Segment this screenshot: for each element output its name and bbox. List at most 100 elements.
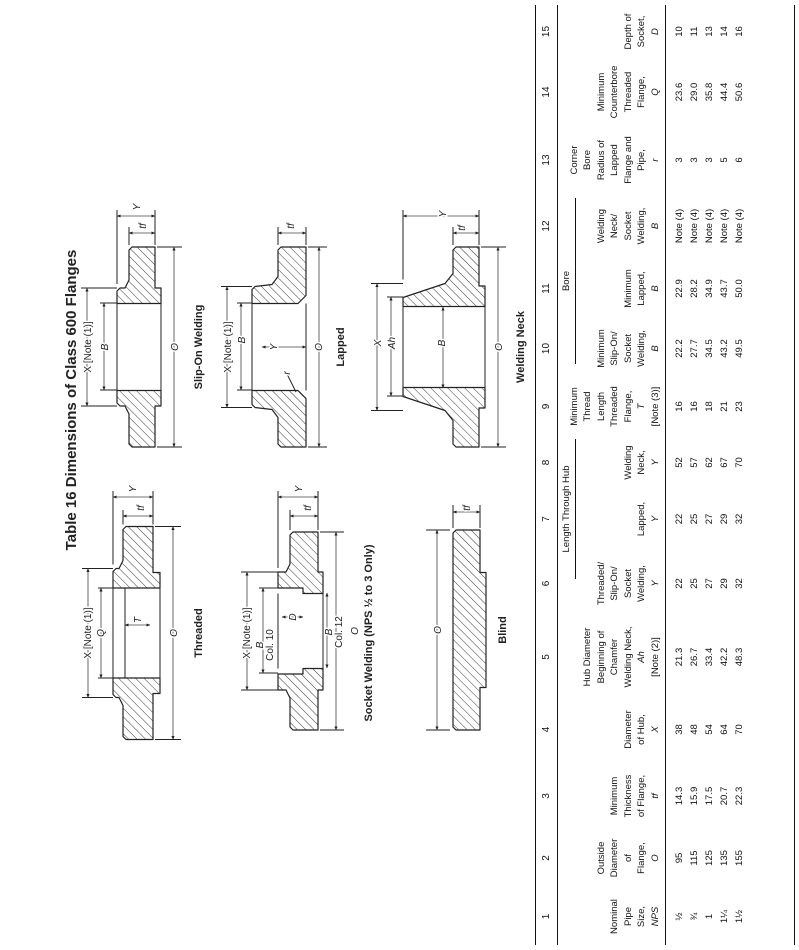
header-label: Welding Neck/ Socket Welding, xyxy=(595,207,648,245)
header-symbol: B xyxy=(649,285,661,292)
table-cell: 22 xyxy=(674,513,685,525)
table-cell: 29 xyxy=(719,513,730,525)
group-header-row: Nominal Pipe Size,NPS Outside Diameter of… xyxy=(557,5,666,945)
table-cell: 22 xyxy=(674,578,685,589)
column-number: 5 xyxy=(536,619,558,695)
table-cell: Note (4) xyxy=(734,208,745,244)
socket-welding-flange-labels: X [Note (1)] B Col. 10 D B Col. 12 O Y t… xyxy=(241,483,377,723)
column-number: 10 xyxy=(536,319,558,378)
dim-q-label: Q xyxy=(96,629,107,637)
threaded-flange-labels: X [Note (1)] Q T O Y tf Threaded xyxy=(82,483,207,660)
header-symbol: D xyxy=(649,28,661,35)
dim-y-label: Y xyxy=(438,209,449,217)
dim-o-label: O xyxy=(433,626,444,634)
table-cell: ¾ xyxy=(689,912,700,921)
header-label: Minimum Slip-On/ Socket Welding, xyxy=(595,329,648,368)
table-cell: 11 xyxy=(689,26,700,37)
table-cell: 21.3 xyxy=(674,647,685,667)
header-symbol: Y xyxy=(649,515,661,523)
table-cell: 1½ xyxy=(734,909,745,924)
header-symbol: X xyxy=(649,726,661,733)
table-cell: 62 xyxy=(704,457,715,468)
column-number: 15 xyxy=(536,5,558,58)
column-number: 8 xyxy=(536,435,558,490)
group-length-through-hub: Length Through Hub xyxy=(558,435,577,619)
group-label: Length Through Hub xyxy=(558,439,576,579)
table-cell: 27 xyxy=(704,513,715,525)
header-symbol: Y xyxy=(649,459,661,466)
header-label: Hub Diameter Beginning of Chamfer Weldin… xyxy=(582,626,634,688)
dim-tf-label: tf xyxy=(457,224,468,231)
dim-o-label: O xyxy=(170,343,181,351)
column-header: Depth of Socket,D xyxy=(557,5,666,58)
slip-on-section-upper xyxy=(116,246,162,305)
table-cell: 23.6 xyxy=(674,82,685,102)
table-cell: 25 xyxy=(689,578,700,589)
table-cell: 22.3 xyxy=(734,786,745,806)
column-number: 2 xyxy=(536,828,558,888)
table-cell: 38 xyxy=(674,724,685,735)
dim-y-label: Y xyxy=(294,484,305,492)
dim-b-col10-label: B xyxy=(255,641,266,648)
dim-tf-label: tf xyxy=(462,504,473,511)
dim-o-label: O xyxy=(314,343,325,351)
col10-label: Col. 10 xyxy=(265,629,276,661)
dim-o-label: O xyxy=(169,629,180,637)
header-symbol: O xyxy=(649,854,661,862)
dim-b-label: B xyxy=(237,336,248,343)
table-cell: 32 xyxy=(734,513,745,525)
table-cell: 18 xyxy=(704,401,715,412)
dim-x-label: X xyxy=(373,339,384,347)
table-cell: 67 xyxy=(719,457,730,468)
group-bore: Bore xyxy=(558,194,577,378)
header-label: Minimum Counterbore Threaded Flange, xyxy=(595,65,648,119)
table-cell: 50.6 xyxy=(734,82,745,102)
lapped-caption: Lapped xyxy=(335,327,347,366)
table-cell: 35.8 xyxy=(704,82,715,102)
table-cell: 155 xyxy=(734,850,745,866)
table-cell: 1 xyxy=(704,913,715,920)
table-cell: 125 xyxy=(704,850,715,866)
table-cell: 6 xyxy=(734,157,745,163)
header-note: [Note (2)] xyxy=(649,637,661,677)
threaded-section-upper xyxy=(112,525,161,589)
column-header: Minimum Thickness of Flange,tf xyxy=(557,764,666,828)
column-number: 3 xyxy=(536,764,558,828)
table-cell: 13 xyxy=(704,26,715,37)
header-symbol: r xyxy=(649,158,661,162)
header-symbol: NPS xyxy=(649,906,661,927)
dim-tf-label: tf xyxy=(136,504,147,511)
table-cell: 16 xyxy=(734,26,745,37)
table-cell: 15.9 xyxy=(689,786,700,806)
col12-label: Col. 12 xyxy=(334,616,345,648)
table-cell: 95 xyxy=(674,852,685,864)
column-number: 1 xyxy=(536,888,558,945)
table-cell: 64 xyxy=(719,724,730,735)
column-number: 14 xyxy=(536,58,558,126)
dim-b-label: B xyxy=(437,339,448,346)
header-label: Outside Diameter of Flange, xyxy=(595,838,648,878)
header-label: Nominal Pipe Size, xyxy=(609,899,647,934)
column-header: Minimum Slip-On/ Socket Welding,B xyxy=(576,319,666,378)
table-cell: 54 xyxy=(704,724,715,735)
column-header: Minimum Counterbore Threaded Flange,Q xyxy=(557,58,666,126)
header-label: Depth of Socket, xyxy=(622,13,648,50)
dim-t-label: T xyxy=(133,616,144,623)
header-label: Welding Neck, xyxy=(622,445,648,480)
lapped-section-lower xyxy=(251,389,307,448)
dim-x-label: X [Note (1)] xyxy=(83,607,94,658)
welding-neck-caption: Welding Neck xyxy=(515,310,527,383)
dim-b-col12-label: B xyxy=(324,628,335,635)
dim-x-label: X [Note (1)] xyxy=(83,321,94,372)
dim-b-label: B xyxy=(100,343,111,350)
column-header: Minimum Thread Length Threaded Flange,T[… xyxy=(557,378,666,435)
welding-neck-flange-labels: X Ah B O Y tf Welding Neck xyxy=(372,208,529,385)
dim-tf-label: tf xyxy=(286,222,297,229)
header-label: Minimum Lapped, xyxy=(622,269,648,308)
dim-tf-label: tf xyxy=(303,504,314,511)
column-header: Welding Neck,Y xyxy=(576,435,666,490)
